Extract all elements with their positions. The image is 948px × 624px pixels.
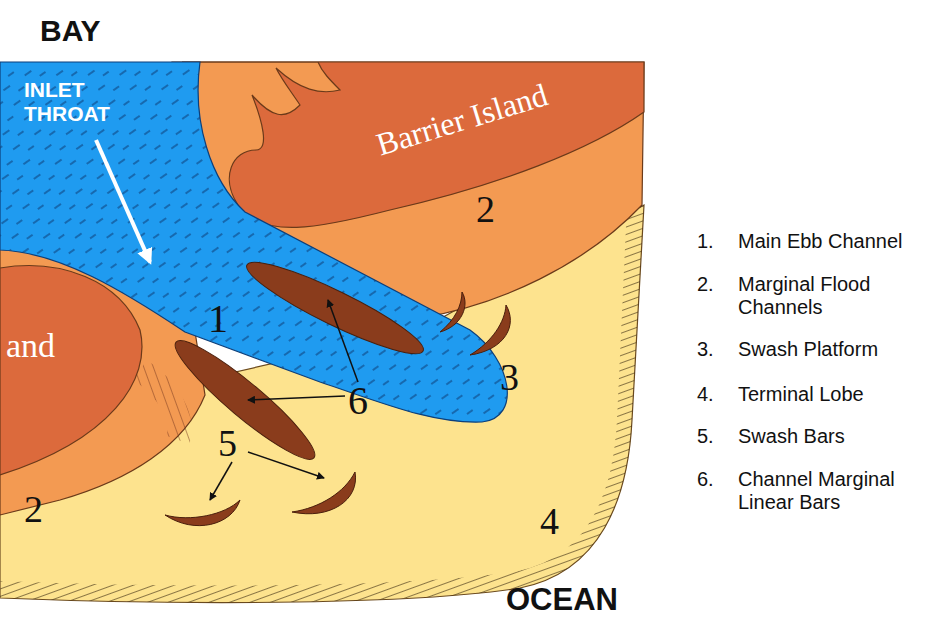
island-label: and	[6, 326, 55, 365]
inlet-label: INLET THROAT	[24, 78, 134, 126]
callout-number: 3	[500, 356, 519, 400]
legend-text: Main Ebb Channel	[738, 230, 903, 253]
legend-text: Terminal Lobe	[738, 383, 864, 406]
legend-text: Marginal Flood Channels	[738, 273, 943, 319]
region-title: OCEAN	[506, 582, 618, 618]
legend-number: 1.	[697, 230, 714, 253]
callout-number: 2	[24, 488, 43, 532]
callout-number: 2	[476, 188, 495, 232]
callout-number: 6	[348, 378, 368, 424]
legend-number: 5.	[697, 425, 714, 448]
region-title: BAY	[40, 14, 101, 49]
legend-text: Swash Platform	[738, 338, 878, 361]
legend-number: 3.	[697, 338, 714, 361]
callout-number: 4	[540, 500, 559, 544]
legend-number: 6.	[697, 468, 714, 491]
legend-text: Channel Marginal Linear Bars	[738, 468, 943, 514]
legend-number: 4.	[697, 383, 714, 406]
callout-number: 1	[208, 296, 228, 342]
legend-text: Swash Bars	[738, 425, 845, 448]
legend-number: 2.	[697, 273, 714, 296]
callout-number: 5	[218, 422, 237, 466]
